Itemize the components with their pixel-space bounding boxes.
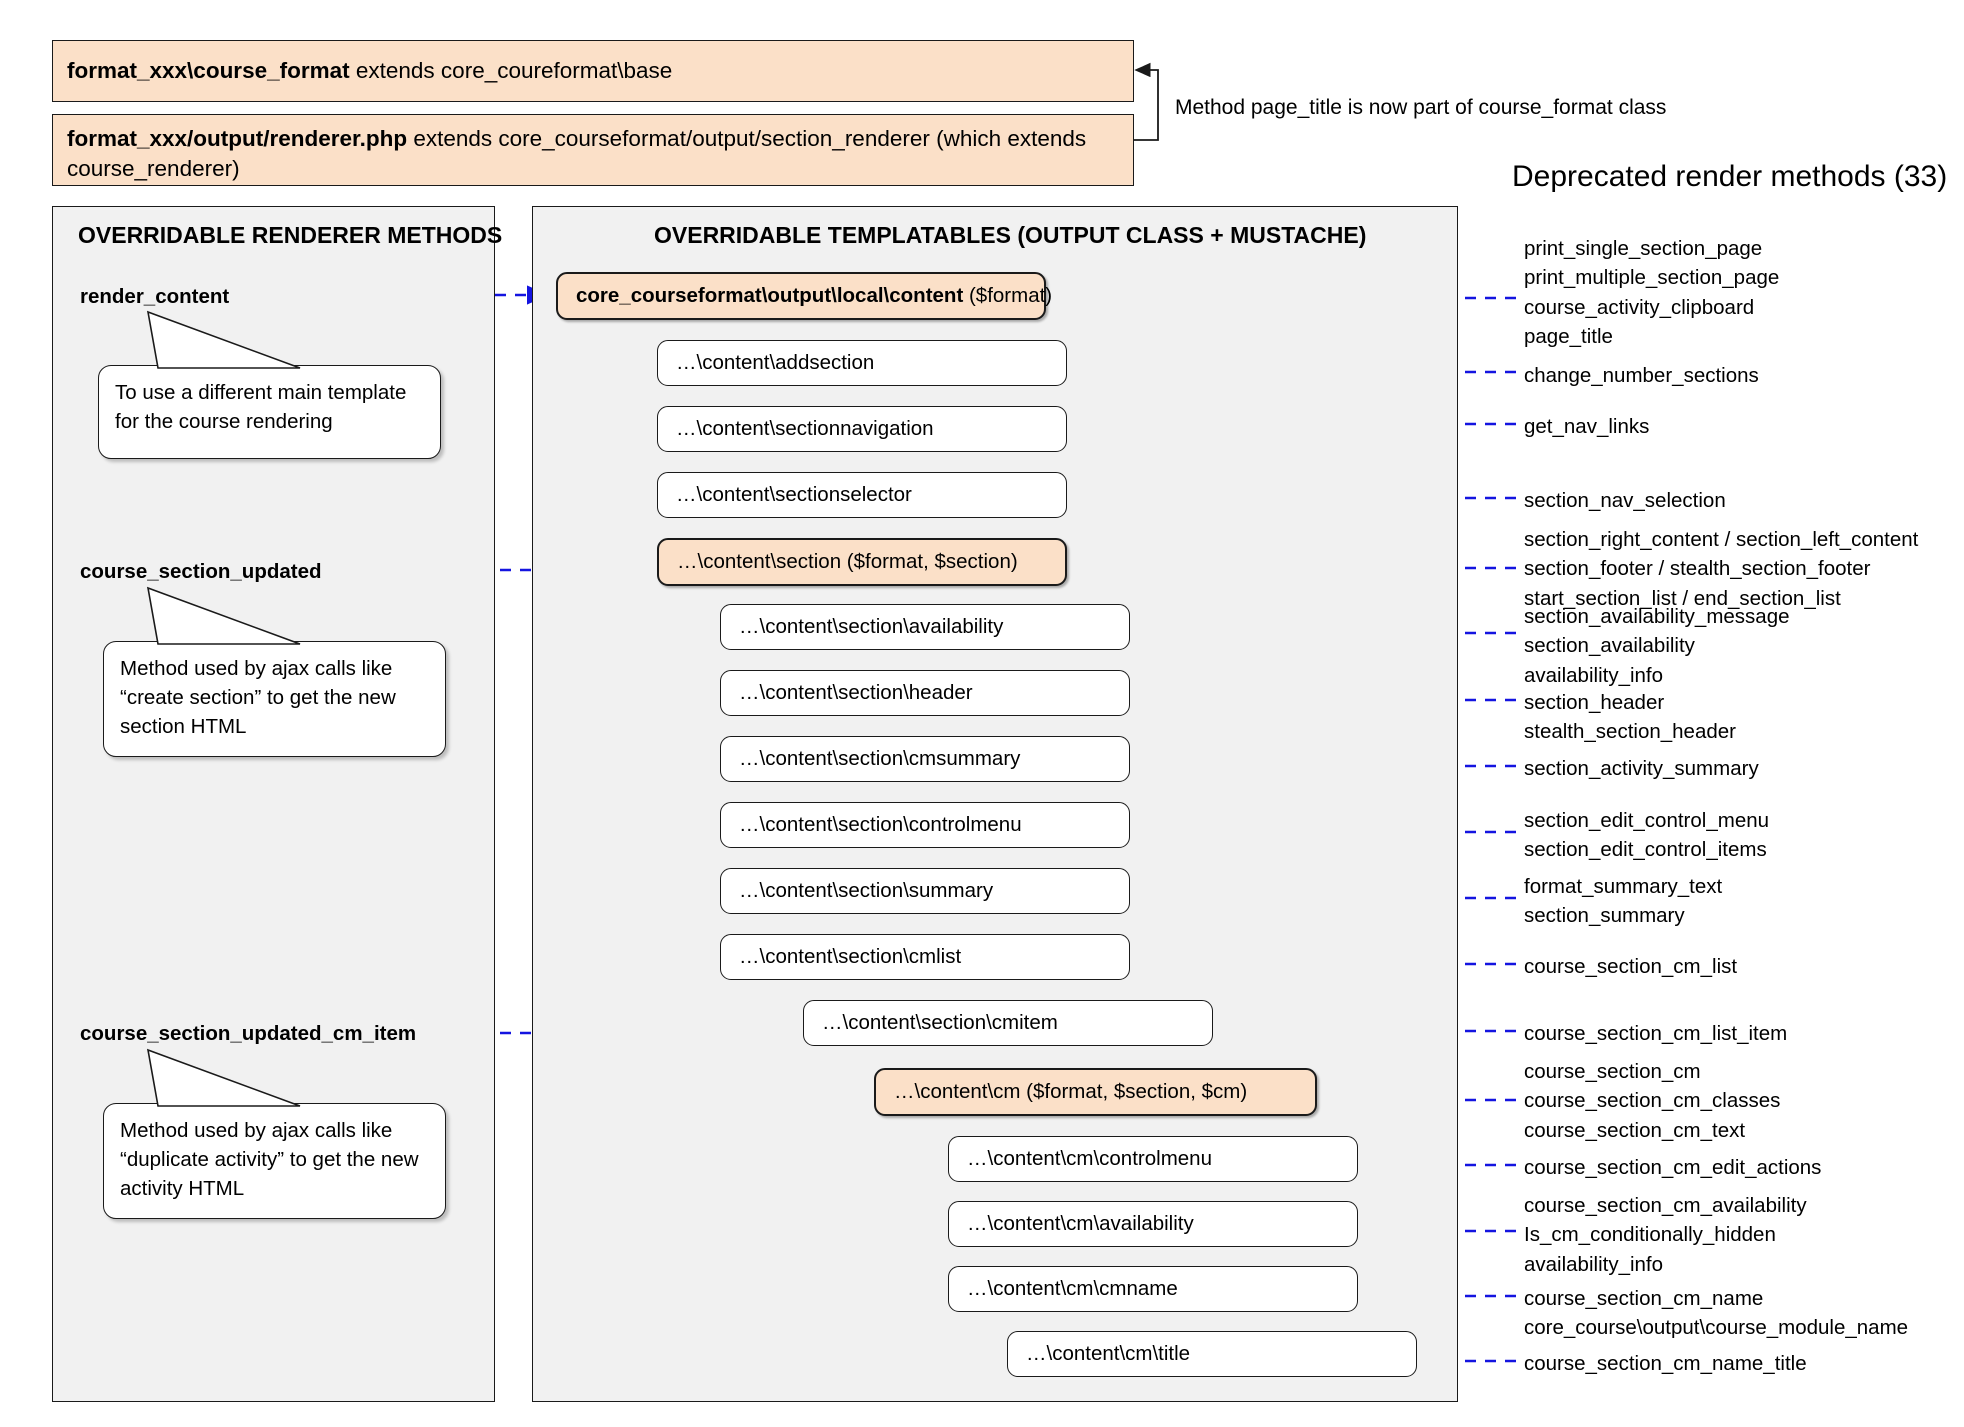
templatable-sectionselector[interactable]: …\content\sectionselector (657, 472, 1067, 518)
deprecated-item-12: course_section_cm_list_item (1524, 1022, 1788, 1045)
templatable-content[interactable]: core_courseformat\output\local\content (… (556, 272, 1052, 320)
templatable-section-header[interactable]: …\content\section\header (720, 670, 1130, 716)
deprecated-item-16: course_section_cm_name core_course\outpu… (1524, 1287, 1909, 1340)
templatable-section-summary-label: …\content\section\summary (739, 879, 994, 902)
callout-course-section-updated-text: Method used by ajax calls like “create s… (120, 657, 396, 739)
templatable-cm-controlmenu[interactable]: …\content\cm\controlmenu (948, 1136, 1358, 1182)
callout-course-section-updated-cm-item-text: Method used by ajax calls like “duplicat… (120, 1119, 419, 1201)
deprecated-item-10: format_summary_text section_summary (1524, 875, 1723, 928)
deprecated-item-13: course_section_cm course_section_cm_clas… (1524, 1060, 1781, 1142)
templatable-cm-title-label: …\content\cm\title (1026, 1342, 1191, 1365)
templatable-sectionnavigation-label: …\content\sectionnavigation (676, 417, 934, 440)
callout-course-section-updated-cm-item: Method used by ajax calls like “duplicat… (103, 1103, 446, 1219)
templatable-section-cmsummary[interactable]: …\content\section\cmsummary (720, 736, 1130, 782)
deprecated-item-9: section_edit_control_menu section_edit_c… (1524, 809, 1770, 862)
deprecated-item-8: section_activity_summary (1524, 757, 1759, 780)
templatable-sectionselector-label: …\content\sectionselector (676, 483, 912, 506)
course-format-class-box: format_xxx\course_format extends core_co… (52, 40, 1134, 102)
templatable-cm[interactable]: …\content\cm ($format, $section, $cm) (874, 1068, 1317, 1116)
deprecated-item-6: section_availability_message section_ava… (1524, 605, 1790, 687)
page-title-note: Method page_title is now part of course_… (1175, 96, 1667, 119)
deprecated-item-7: section_header stealth_section_header (1524, 691, 1736, 744)
templatable-cm-title[interactable]: …\content\cm\title (1007, 1331, 1417, 1377)
deprecated-item-1: print_single_section_page print_multiple… (1524, 237, 1780, 348)
deprecated-item-4: section_nav_selection (1524, 489, 1726, 512)
method-label-render-content[interactable]: render_content (80, 285, 230, 308)
deprecated-methods-title: Deprecated render methods (33) (1512, 160, 1948, 193)
templatable-section[interactable]: …\content\section ($format, $section) (657, 538, 1067, 586)
templatable-section-availability[interactable]: …\content\section\availability (720, 604, 1130, 650)
templatable-cm-controlmenu-label: …\content\cm\controlmenu (967, 1147, 1212, 1170)
templatable-section-availability-label: …\content\section\availability (739, 615, 1004, 638)
renderer-class-text: format_xxx/output/renderer.php extends c… (67, 126, 1087, 182)
templatable-section-cmlist-label: …\content\section\cmlist (739, 945, 962, 968)
method-label-course-section-updated-cm-item[interactable]: course_section_updated_cm_item (80, 1022, 417, 1045)
templatable-cm-availability[interactable]: …\content\cm\availability (948, 1201, 1358, 1247)
templatable-addsection-label: …\content\addsection (676, 351, 875, 374)
method-label-course-section-updated[interactable]: course_section_updated (80, 560, 322, 583)
templatable-sectionnavigation[interactable]: …\content\sectionnavigation (657, 406, 1067, 452)
renderer-methods-panel-title: OVERRIDABLE RENDERER METHODS (78, 222, 503, 248)
callout-render-content: To use a different main template for the… (98, 365, 441, 459)
templatable-section-cmsummary-label: …\content\section\cmsummary (739, 747, 1021, 770)
course-format-class-text: format_xxx\course_format extends core_co… (67, 57, 673, 83)
templatable-cm-availability-label: …\content\cm\availability (967, 1212, 1194, 1235)
deprecated-item-14: course_section_cm_edit_actions (1524, 1156, 1822, 1179)
deprecated-item-3: get_nav_links (1524, 415, 1650, 438)
deprecated-item-2: change_number_sections (1524, 364, 1759, 387)
deprecated-item-15: course_section_cm_availability Is_cm_con… (1524, 1194, 1807, 1276)
renderer-class-box: format_xxx/output/renderer.php extends c… (52, 114, 1134, 186)
templatable-section-label: …\content\section ($format, $section) (677, 550, 1018, 573)
templatable-content-label: core_courseformat\output\local\content (… (576, 284, 1053, 307)
deprecated-item-17: course_section_cm_name_title (1524, 1352, 1807, 1375)
callout-render-content-text: To use a different main template for the… (115, 381, 407, 434)
templatable-section-cmitem-label: …\content\section\cmitem (822, 1011, 1058, 1034)
deprecated-item-11: course_section_cm_list (1524, 955, 1738, 978)
templatable-section-cmlist[interactable]: …\content\section\cmlist (720, 934, 1130, 980)
page-title-connector (1134, 62, 1159, 141)
templatable-section-cmitem[interactable]: …\content\section\cmitem (803, 1000, 1213, 1046)
templatable-section-summary[interactable]: …\content\section\summary (720, 868, 1130, 914)
deprecated-item-5: section_right_content / section_left_con… (1524, 528, 1919, 610)
templatable-cm-cmname[interactable]: …\content\cm\cmname (948, 1266, 1358, 1312)
templatables-panel-title: OVERRIDABLE TEMPLATABLES (OUTPUT CLASS +… (654, 222, 1367, 248)
templatable-addsection[interactable]: …\content\addsection (657, 340, 1067, 386)
callout-course-section-updated: Method used by ajax calls like “create s… (103, 641, 446, 757)
templatable-cm-cmname-label: …\content\cm\cmname (967, 1277, 1178, 1300)
templatable-cm-label: …\content\cm ($format, $section, $cm) (894, 1080, 1248, 1103)
templatable-section-controlmenu-label: …\content\section\controlmenu (739, 813, 1022, 836)
templatable-section-controlmenu[interactable]: …\content\section\controlmenu (720, 802, 1130, 848)
templatable-section-header-label: …\content\section\header (739, 681, 973, 704)
